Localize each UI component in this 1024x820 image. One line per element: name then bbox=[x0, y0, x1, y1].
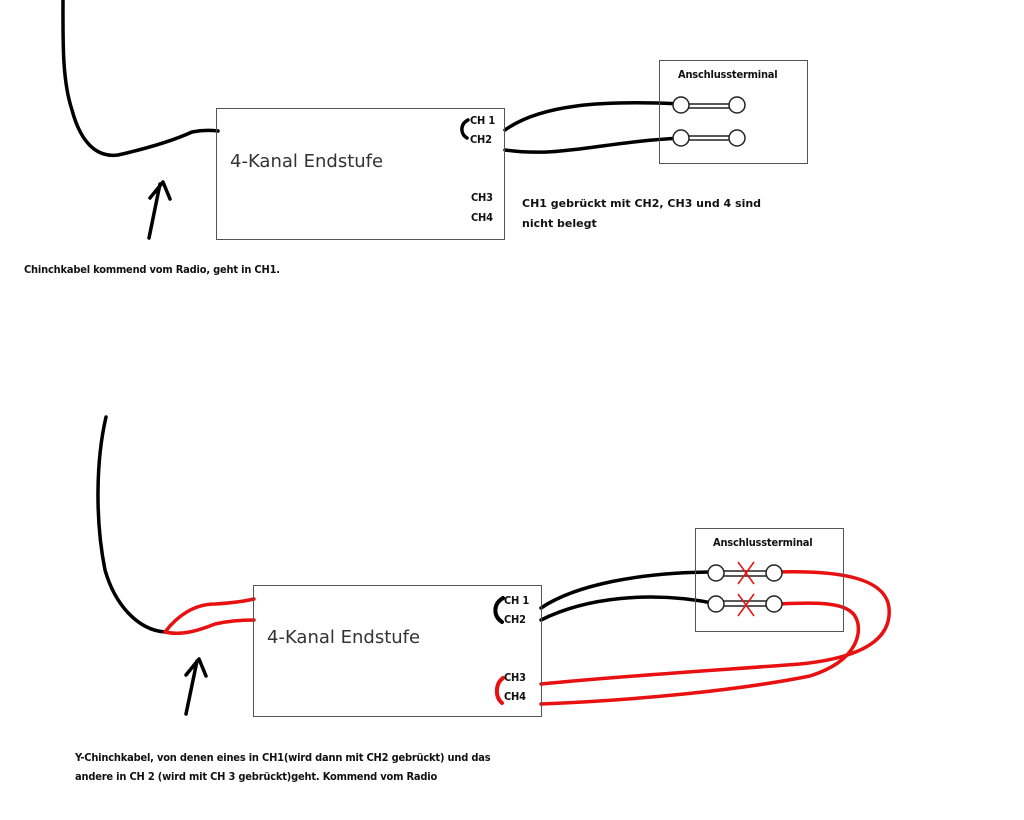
speaker-cable-1b bbox=[503, 136, 684, 154]
amplifier-label-1: 4-Kanal Endstufe bbox=[230, 151, 384, 172]
channel-label-ch2: CH2 bbox=[470, 133, 492, 146]
speaker-cable-1a bbox=[503, 101, 682, 132]
radio-cable-1 bbox=[61, 0, 220, 157]
speaker-cable-2b bbox=[539, 595, 720, 622]
amplifier-box-1 bbox=[216, 108, 505, 240]
bridge-mark-3 bbox=[494, 676, 505, 705]
cross-mark-1 bbox=[737, 561, 755, 585]
terminal-title-1: Anschlussterminal bbox=[678, 68, 778, 81]
radio-cable-2 bbox=[96, 415, 167, 634]
y-cable-split bbox=[163, 597, 256, 636]
channel-label-ch4: CH4 bbox=[471, 211, 493, 224]
amplifier-label-2: 4-Kanal Endstufe bbox=[267, 627, 421, 648]
terminal-posts-1 bbox=[672, 96, 746, 147]
cross-mark-2 bbox=[737, 593, 755, 617]
bridge-note-1: CH1 gebrückt mit CH2, CH3 und 4 sind nic… bbox=[522, 197, 762, 230]
channel-label-ch1: CH 1 bbox=[470, 114, 496, 127]
bridge-mark-2 bbox=[493, 596, 505, 624]
cable-note-1: Chinchkabel kommend vom Radio, geht in C… bbox=[24, 263, 280, 276]
channel-label-ch3: CH3 bbox=[471, 191, 493, 204]
terminal-title-2: Anschlussterminal bbox=[713, 536, 813, 549]
cable-note-2-line1: Y-Chinchkabel, von denen eines in CH1(wi… bbox=[75, 751, 491, 764]
arrow-1 bbox=[147, 180, 172, 240]
terminal-box-1 bbox=[659, 60, 808, 164]
arrow-2 bbox=[184, 657, 208, 716]
channel-label-ch3-2: CH3 bbox=[504, 671, 526, 684]
channel-label-ch2-2: CH2 bbox=[504, 613, 526, 626]
red-cable-ch4 bbox=[539, 601, 861, 706]
terminal-box-2 bbox=[695, 528, 844, 632]
channel-label-ch1-2: CH 1 bbox=[504, 594, 530, 607]
amplifier-box-2 bbox=[253, 585, 542, 717]
channel-label-ch4-2: CH4 bbox=[504, 690, 526, 703]
speaker-cable-2a bbox=[539, 570, 718, 610]
cable-note-2-line2: andere in CH 2 (wird mit CH 3 gebrückt)g… bbox=[75, 770, 438, 783]
bridge-mark-1 bbox=[460, 118, 470, 140]
